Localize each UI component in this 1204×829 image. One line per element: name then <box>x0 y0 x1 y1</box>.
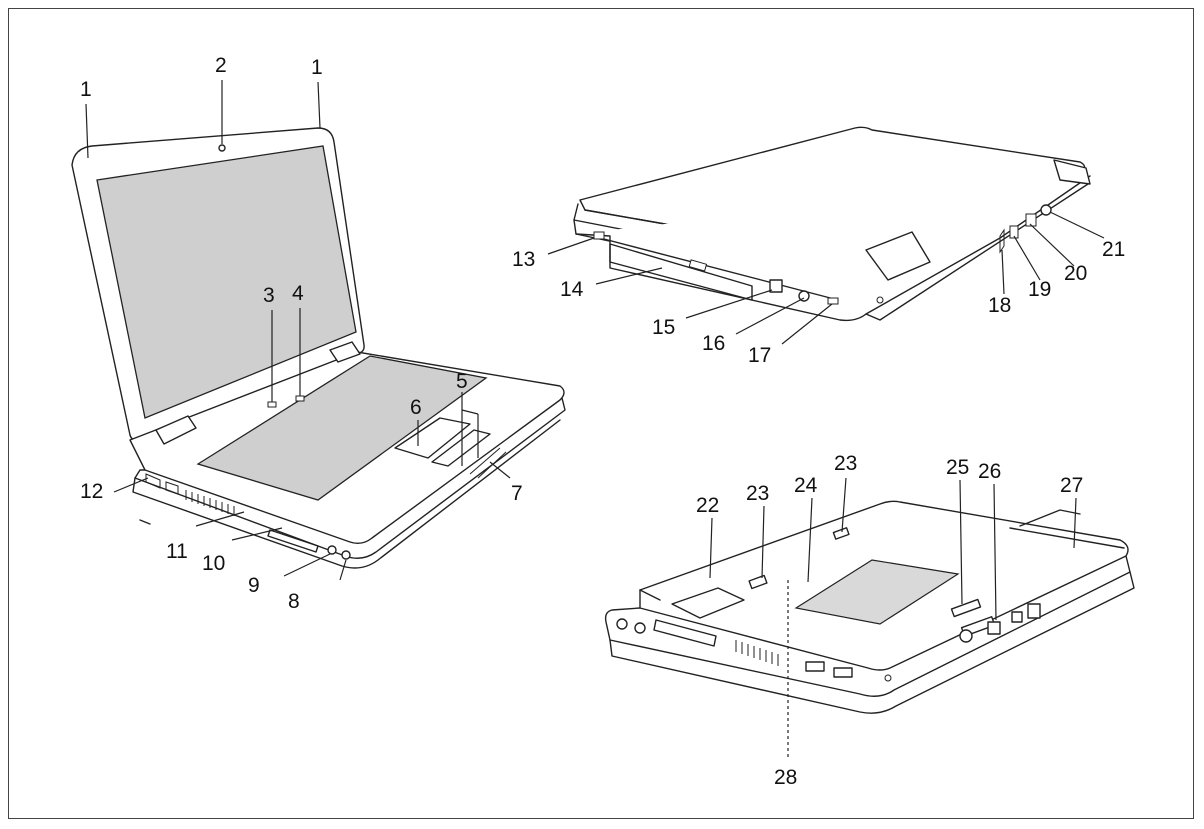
callout-13: 13 <box>512 248 535 271</box>
callout-16: 16 <box>702 332 725 355</box>
hinge-right <box>329 341 361 363</box>
port-13 <box>593 231 605 240</box>
rear-view-laptop <box>573 126 1091 322</box>
webcam <box>218 144 226 152</box>
dc-in-jack <box>798 290 810 302</box>
security-slot <box>827 297 839 305</box>
callout-1-right: 1 <box>311 56 323 79</box>
keyboard <box>196 355 488 501</box>
modem-port <box>769 279 783 293</box>
callout-28: 28 <box>774 766 797 789</box>
vent-grille <box>185 490 235 516</box>
callout-4: 4 <box>292 282 304 305</box>
callout-8: 8 <box>288 590 300 613</box>
callout-1-left: 1 <box>80 78 92 101</box>
latch-23-left <box>748 574 768 590</box>
hinge-left <box>155 415 197 445</box>
callout-17: 17 <box>748 344 771 367</box>
callout-23-right: 23 <box>834 452 857 475</box>
touchpad-buttons <box>431 429 491 467</box>
callout-6: 6 <box>410 396 422 419</box>
latch-23-right <box>832 527 850 540</box>
touchpad <box>394 417 471 459</box>
callout-19: 19 <box>1028 278 1051 301</box>
callout-23-left: 23 <box>746 482 769 505</box>
memory-compartment-cover <box>794 559 960 625</box>
rear-hinge <box>865 231 931 281</box>
callout-26: 26 <box>978 460 1001 483</box>
callout-25: 25 <box>946 456 969 479</box>
callout-9: 9 <box>248 574 260 597</box>
callout-18: 18 <box>988 294 1011 317</box>
optical-drive <box>609 243 753 301</box>
audio-jack-9 <box>327 545 337 555</box>
callout-3: 3 <box>263 284 275 307</box>
callout-27: 27 <box>1060 474 1083 497</box>
callout-11: 11 <box>166 540 188 563</box>
display-screen <box>96 145 357 419</box>
callout-labels: 1 2 1 3 4 5 6 7 8 9 10 11 12 13 14 15 16… <box>80 54 1125 789</box>
callout-2: 2 <box>215 54 227 77</box>
callout-21: 21 <box>1102 238 1125 261</box>
audio-jack-8 <box>341 550 351 560</box>
callout-12: 12 <box>80 480 103 503</box>
callout-20: 20 <box>1064 262 1087 285</box>
usb-port-19 <box>1009 225 1019 239</box>
bottom-view-laptop <box>604 500 1135 714</box>
card-slot <box>267 529 319 553</box>
callout-22: 22 <box>696 494 719 517</box>
port-20 <box>1025 213 1037 227</box>
callout-10: 10 <box>202 552 225 575</box>
callout-24: 24 <box>794 474 818 497</box>
battery-latch-25 <box>950 598 982 618</box>
audio-jack-21 <box>1040 204 1052 216</box>
callout-5: 5 <box>456 370 468 393</box>
callout-14: 14 <box>560 278 584 301</box>
callout-15: 15 <box>652 316 675 339</box>
callout-7: 7 <box>511 482 523 505</box>
front-view-laptop <box>71 127 566 569</box>
leader-lines <box>85 80 1105 760</box>
